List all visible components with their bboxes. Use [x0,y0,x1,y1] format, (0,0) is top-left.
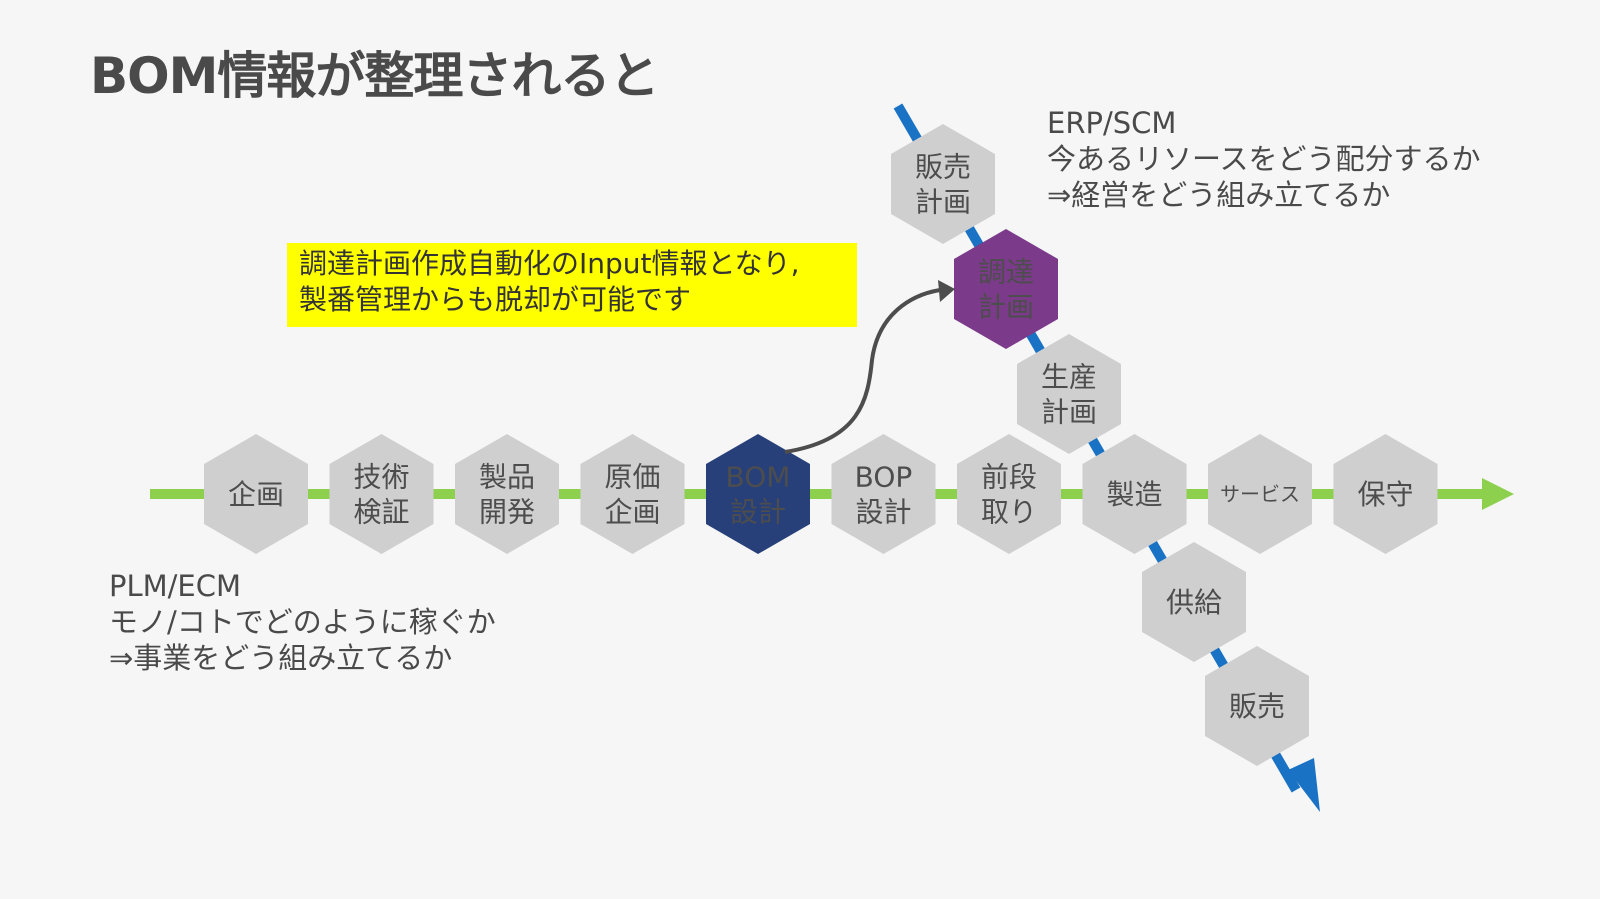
hex-label: 製品 [479,461,535,494]
bom-to-procurement-arrowhead [938,280,955,302]
hex-shape [1142,542,1246,662]
procurement-callout: 調達計画作成自動化のInput情報となり, 製番管理からも脱却が可能です [287,243,857,327]
hex-label: 企画 [604,496,660,529]
hex-hanbai: 販売 [1205,646,1309,766]
hex-label: 前段 [981,461,1037,494]
hex-shape [1205,646,1309,766]
hex-label: 計画 [978,291,1034,324]
hex-label: BOP [855,461,913,494]
erp-note-line-2: 今あるリソースをどう配分するか [1047,142,1481,176]
page-title: BOM情報が整理されると [90,47,659,105]
hex-label: 開発 [479,496,535,529]
main-flow-arrowhead [1482,478,1514,510]
hex-label: 取り [981,496,1037,529]
hex-shape [954,229,1058,349]
hex-label: 計画 [915,186,971,219]
hex-label: 検証 [353,496,409,529]
hex-label: 販売 [915,151,971,184]
plm-note-line-3: ⇒事業をどう組み立てるか [109,641,453,675]
hex-label: 調達 [978,256,1034,289]
hex-shape [1017,334,1121,454]
callout-line-1: 調達計画作成自動化のInput情報となり, [299,247,800,280]
erp-note-line-3: ⇒経営をどう組み立てるか [1047,178,1391,212]
hex-label: 生産 [1041,361,1097,394]
plm-note: PLM/ECM モノ/コトでどのように稼ぐか ⇒事業をどう組み立てるか [109,568,496,676]
hex-label: 技術 [353,461,409,494]
hex-label: 原価 [604,461,660,494]
callout-line-2: 製番管理からも脱却が可能です [299,283,692,316]
supply-flow-arrowhead [1288,758,1320,812]
hex-label: 供給 [1166,586,1222,619]
hex-hoshu: 保守 [1333,434,1438,554]
hex-shape [580,434,685,554]
plm-note-line-2: モノ/コトでどのように稼ぐか [109,605,496,639]
hex-label: 計画 [1041,396,1097,429]
hex-label: 販売 [1229,690,1285,723]
hex-label: 保守 [1357,478,1413,511]
hex-shape [831,434,936,554]
hex-shape [455,434,559,554]
hex-shape [204,434,308,554]
hex-shape [891,124,995,244]
hex-label: 設計 [730,496,786,529]
hex-shape [1082,434,1187,554]
bom-to-procurement-arrow [784,288,941,454]
hex-label: 企画 [228,478,284,511]
hex-shape [1333,434,1438,554]
hex-shape [706,434,810,554]
hex-label: 設計 [855,496,911,529]
hex-service: サービス [1208,434,1312,554]
hex-shape [1208,434,1312,554]
hex-shape [329,434,434,554]
plm-note-heading: PLM/ECM [109,569,242,603]
hex-label: 製造 [1106,478,1162,511]
hex-kyokyu: 供給 [1142,542,1246,662]
hex-chotatsu-keikaku: 調達計画 [954,229,1058,349]
hexagon-layer: 企画技術検証製品開発原価企画BOM設計BOP設計前段取り製造サービス保守販売計画… [204,124,1438,766]
hex-label: サービス [1220,482,1300,506]
hex-kikaku: 企画 [204,434,308,554]
erp-note-heading: ERP/SCM [1047,106,1177,140]
hex-seizo: 製造 [1082,434,1187,554]
hex-shape [957,434,1061,554]
hex-label: BOM [726,461,791,494]
erp-note: ERP/SCM 今あるリソースをどう配分するか ⇒経営をどう組み立てるか [1047,105,1481,213]
